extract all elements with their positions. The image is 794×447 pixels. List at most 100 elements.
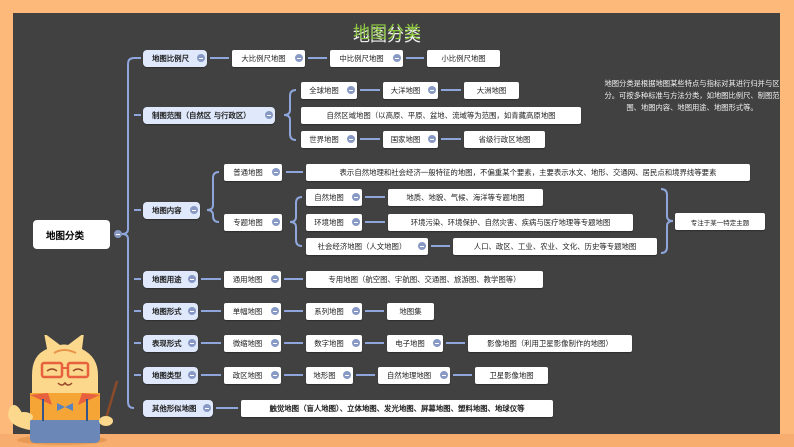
node[interactable]: 触觉地图（盲人地图）、立体地图、发光地图、屏幕地图、塑料地图、地球仪等 [241, 400, 553, 417]
node-label: 微缩地图 [232, 339, 263, 348]
summary-node[interactable]: 专注于某一特定主题 [675, 213, 765, 230]
node[interactable]: 专题地图 [224, 214, 282, 231]
node[interactable]: 政区地图 [224, 367, 281, 384]
node[interactable]: 环境地图 [306, 214, 362, 231]
node-label: 卫星影像地图 [489, 371, 534, 380]
node[interactable]: 地图集 [387, 303, 434, 320]
collapse-icon[interactable] [418, 242, 426, 250]
collapse-icon[interactable] [271, 339, 279, 347]
collapse-icon[interactable] [352, 193, 360, 201]
collapse-icon[interactable] [428, 135, 436, 143]
node[interactable]: 自然区域地图（以高原、平原、盆地、流域等为范围，如青藏高原地图 [301, 107, 581, 124]
node-label: 地图类型 [152, 371, 182, 380]
collapse-icon[interactable] [433, 339, 441, 347]
node[interactable]: 大比例尺地图 [232, 50, 305, 67]
node[interactable]: 自然地图 [306, 189, 362, 206]
collapse-icon[interactable] [188, 275, 196, 283]
node[interactable]: 数字地图 [306, 335, 362, 352]
collapse-icon[interactable] [271, 275, 279, 283]
node-label: 全球地图 [309, 86, 339, 95]
node[interactable]: 电子地图 [387, 335, 443, 352]
collapse-icon[interactable] [352, 339, 360, 347]
node-label: 制图范围（自然区 与行政区） [152, 111, 251, 120]
collapse-icon[interactable] [440, 371, 448, 379]
collapse-icon[interactable] [428, 86, 436, 94]
collapse-icon[interactable] [295, 54, 303, 62]
node[interactable]: 国家地图 [383, 131, 438, 148]
collapse-icon[interactable] [343, 371, 351, 379]
node-expression[interactable]: 表现形式 [143, 335, 198, 352]
node-label: 小比例尺地图 [441, 54, 486, 63]
node[interactable]: 全球地图 [301, 82, 357, 99]
node[interactable]: 影像地图（利用卫星影像制作的地图） [468, 335, 632, 352]
node-form[interactable]: 地图形式 [143, 303, 198, 320]
node[interactable]: 社会经济地图（人文地图） [306, 238, 428, 255]
node[interactable]: 微缩地图 [224, 335, 281, 352]
brace-connector [206, 171, 220, 223]
collapse-icon[interactable] [188, 307, 196, 315]
node[interactable]: 地质、地貌、气候、海洋等专题地图 [388, 189, 543, 206]
node-label: 中比例尺地图 [339, 54, 384, 63]
node[interactable]: 中比例尺地图 [330, 50, 403, 67]
collapse-icon[interactable] [347, 86, 355, 94]
node-scale[interactable]: 地图比例尺 [143, 50, 207, 67]
node[interactable]: 卫星影像地图 [475, 367, 548, 384]
collapse-icon[interactable] [347, 135, 355, 143]
node[interactable]: 专用地图（航空图、宇航图、交通图、旅游图、教学图等） [306, 271, 543, 288]
node-label: 大比例尺地图 [241, 54, 286, 63]
brace-connector [283, 89, 297, 141]
node[interactable]: 世界地图 [301, 131, 357, 148]
slide-title: 地图分类 [353, 23, 421, 43]
node-label: 地图内容 [152, 206, 182, 215]
node[interactable]: 系列地图 [306, 303, 362, 320]
node[interactable]: 表示自然地理和社会经济一般特征的地图，不偏重某个要素，主要表示水文、地形、交通网… [306, 164, 750, 181]
root-node[interactable]: 地图分类 [33, 220, 122, 249]
node-label: 普通地图 [233, 168, 263, 177]
collapse-icon[interactable] [188, 371, 196, 379]
node-label: 环境污染、环境保护、自然灾害、疾病与医疗地理等专题地图 [410, 218, 611, 227]
node-label: 地图用途 [152, 275, 182, 284]
collapse-icon[interactable] [203, 404, 211, 412]
node[interactable]: 小比例尺地图 [427, 50, 500, 67]
collapse-icon[interactable] [190, 206, 198, 214]
node-content[interactable]: 地图内容 [143, 202, 200, 219]
node-label: 其他形似地图 [152, 404, 197, 413]
node[interactable]: 自然地理地图 [378, 367, 450, 384]
collapse-icon[interactable] [197, 54, 205, 62]
node-other[interactable]: 其他形似地图 [143, 400, 213, 417]
node-label: 数字地图 [314, 339, 344, 348]
node[interactable]: 大洋地图 [383, 82, 438, 99]
node-label: 系列地图 [314, 307, 344, 316]
node-label: 自然地图 [314, 193, 344, 202]
node-label: 专注于某一特定主题 [690, 218, 750, 227]
collapse-icon[interactable] [114, 230, 122, 238]
collapse-icon[interactable] [272, 218, 280, 226]
collapse-icon[interactable] [265, 111, 273, 119]
node[interactable]: 地形图 [306, 367, 353, 384]
description-text: 地图分类是根据地图某些特点与指标对其进行归并与区分。可按多种标准与方法分类，如地… [604, 79, 780, 112]
root-label: 地图分类 [46, 230, 85, 242]
collapse-icon[interactable] [352, 218, 360, 226]
node-type[interactable]: 地图类型 [143, 367, 198, 384]
node[interactable]: 单幅地图 [224, 303, 281, 320]
collapse-icon[interactable] [271, 307, 279, 315]
node-label: 大洋地图 [390, 86, 421, 95]
node[interactable]: 省级行政区地图 [464, 131, 545, 148]
collapse-icon[interactable] [393, 54, 401, 62]
node-label: 表现形式 [152, 339, 182, 348]
node[interactable]: 通用地图 [224, 271, 281, 288]
node[interactable]: 环境污染、环境保护、自然灾害、疾病与医疗地理等专题地图 [388, 214, 633, 231]
node[interactable]: 人口、政区、工业、农业、文化、历史等专题地图 [453, 238, 657, 255]
collapse-icon[interactable] [271, 371, 279, 379]
node[interactable]: 普通地图 [224, 164, 282, 181]
node-label: 国家地图 [390, 135, 421, 144]
node-label: 地图形式 [152, 307, 182, 316]
node-range[interactable]: 制图范围（自然区 与行政区） [143, 107, 275, 124]
brace-connector [289, 196, 303, 247]
node-label: 专用地图（航空图、宇航图、交通图、旅游图、教学图等） [328, 275, 521, 284]
collapse-icon[interactable] [272, 168, 280, 176]
node-usage[interactable]: 地图用途 [143, 271, 198, 288]
collapse-icon[interactable] [352, 307, 360, 315]
node[interactable]: 大洲地图 [464, 82, 519, 99]
collapse-icon[interactable] [188, 339, 196, 347]
